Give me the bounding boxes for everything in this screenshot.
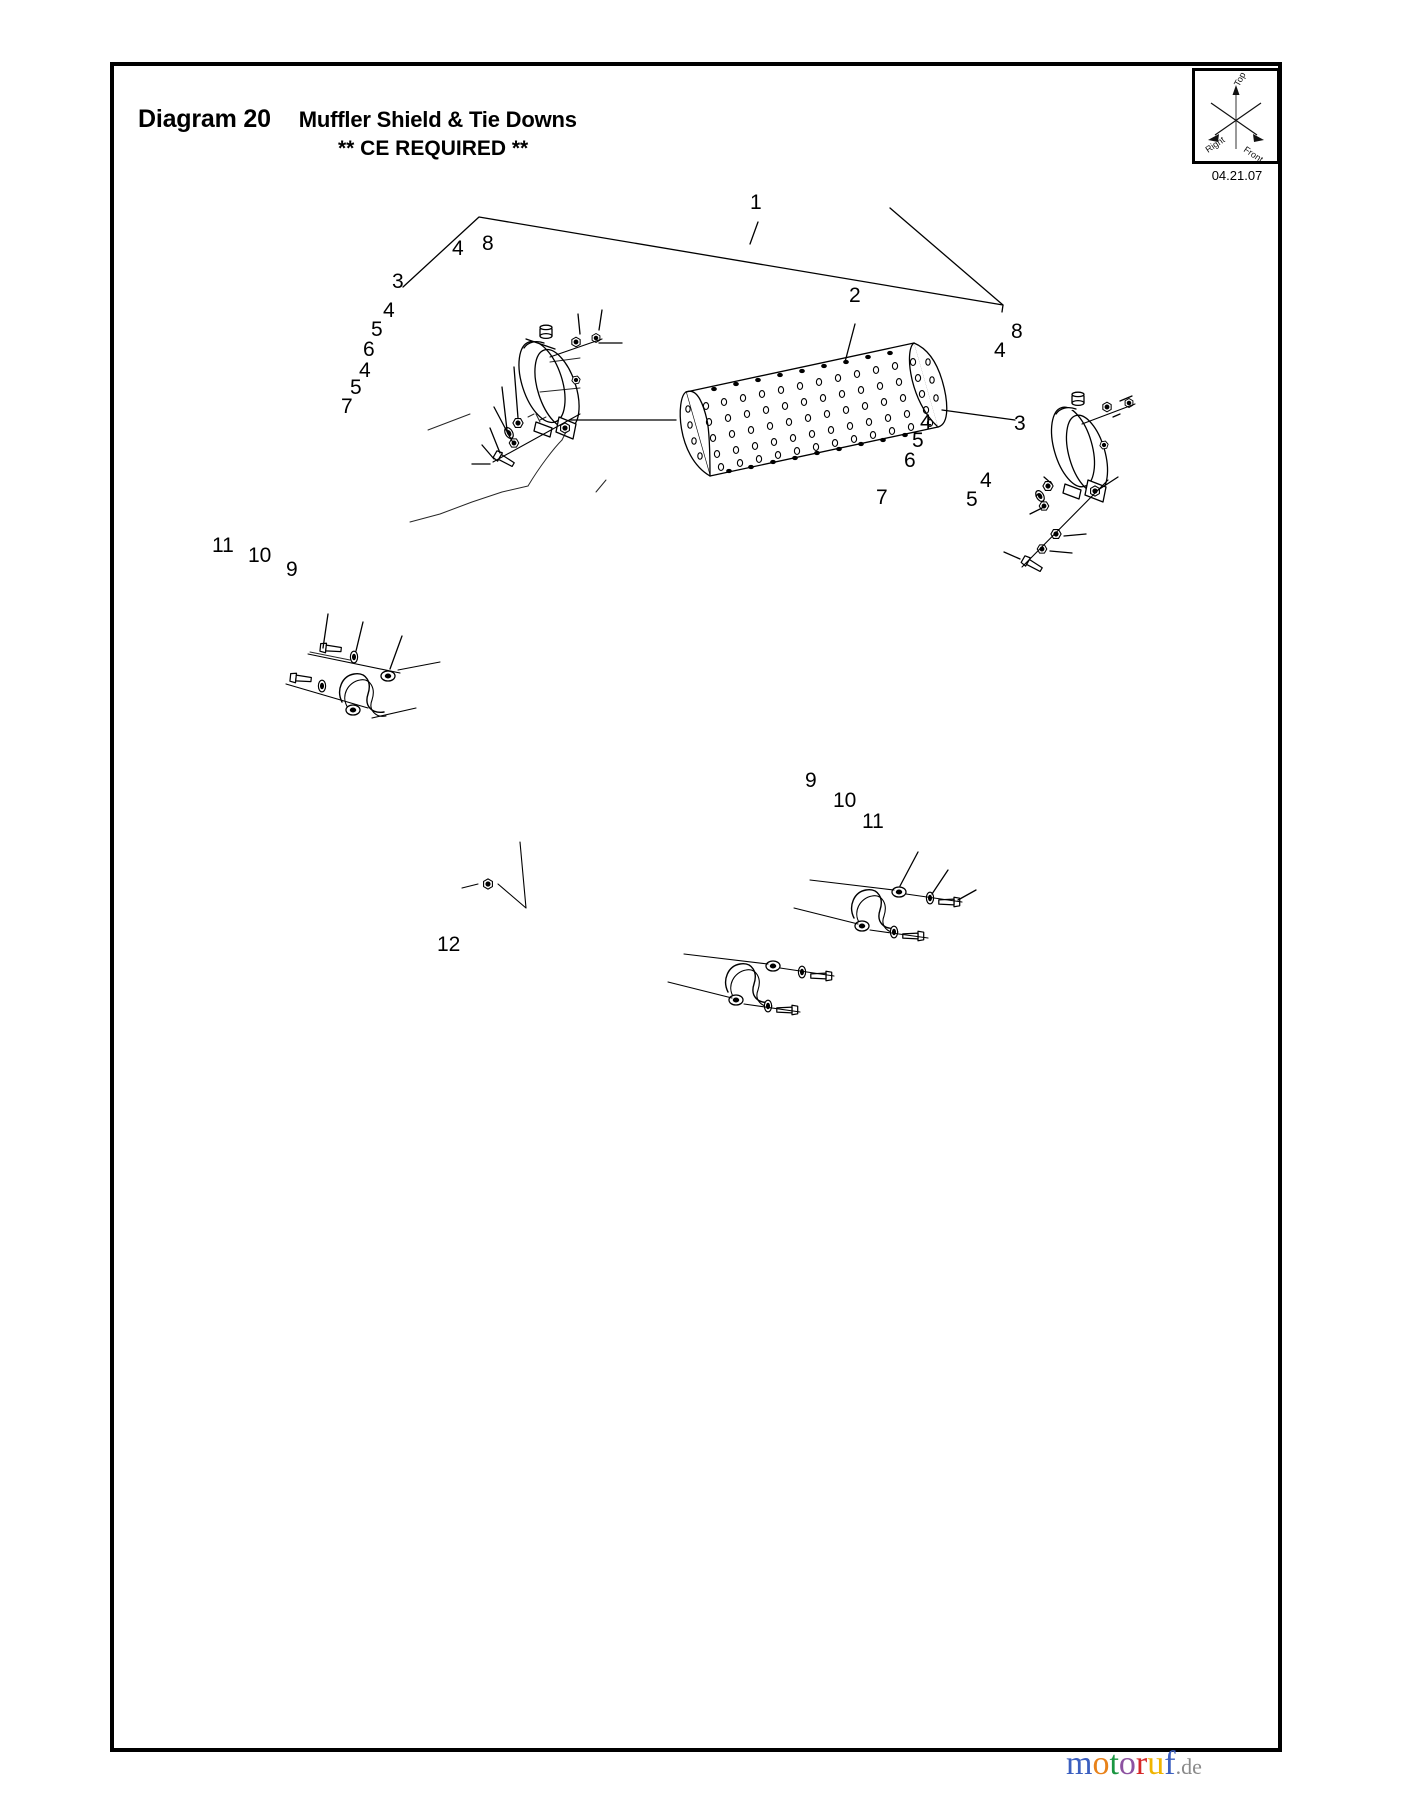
watermark-letter-u: u [1147,1745,1165,1782]
callout-8-left: 8 [482,232,494,255]
callout-11-upper: 11 [212,534,234,557]
callout-4-right-a: 4 [920,411,932,434]
watermark-letter-r: r [1135,1745,1148,1782]
leader-6-left [493,406,513,442]
revision-date: 04.21.07 [1211,168,1263,183]
watermark-letter-t: t [1109,1745,1119,1782]
leader-4-right-top [1112,413,1121,418]
diagram-title: Muffler Shield & Tie Downs [298,107,577,132]
title-block: Diagram 20 Muffler Shield & Tie Downs ** … [138,105,838,161]
tie-down-upper-left [285,642,441,719]
watermark-letter-m: m [1066,1745,1093,1782]
orientation-compass: Top Right Front [1192,68,1280,164]
leader-9-upper [389,635,403,670]
diagram-subtitle: ** CE REQUIRED ** [338,137,529,160]
callout-8-right: 8 [1011,320,1023,343]
leader-5-right-b [1049,550,1073,554]
page-border [110,62,1282,1752]
callout-6-left: 6 [363,338,375,361]
leader-5-left-a [501,386,508,431]
leader-11-upper [322,613,329,649]
watermark-letter-o2: o [1118,1745,1136,1782]
callout-5-left-b: 5 [350,376,362,399]
leader-10-upper [355,621,364,652]
leader-5-right [1035,493,1039,497]
tie-down-lower-middle [667,953,835,1016]
right-clamp-assembly [1020,391,1136,575]
perforated-muffler-body [679,342,948,477]
callout-7-right: 7 [876,486,888,509]
leader-1 [749,221,759,245]
compass-icon: Top Right Front [1204,71,1266,161]
diagram-heading: Diagram 20 Muffler Shield & Tie Downs [138,105,838,134]
leader-5-left-b [481,444,495,460]
callout-10-upper: 10 [248,544,272,567]
callout-4-right-top: 4 [994,339,1006,362]
callout-3-right: 3 [1014,412,1026,435]
leader-4-left-top [577,313,581,335]
leader-9-lower [899,851,919,887]
leader-6-right [1029,507,1043,515]
muffler-shield-outline [402,207,1004,313]
leader-11-lower [957,889,977,901]
callout-5-left-a: 5 [371,318,383,341]
leader-3-left [525,338,556,350]
watermark-letter-f: f [1164,1745,1176,1782]
callout-4-right-b: 4 [980,469,992,492]
callout-2: 2 [849,284,861,307]
diagram-number: Diagram 20 [138,105,271,133]
leader-4-left-a [513,366,519,419]
callout-5-right-b: 5 [966,488,978,511]
reference-line-muffler-right [941,409,1016,421]
callout-10-lower: 10 [833,789,857,812]
leader-7-right [1003,551,1021,560]
tie-down-lower-right [793,879,963,942]
leader-4-left-b [489,427,501,454]
exploded-parts-drawing [110,62,1282,1752]
nut-12-group [461,841,527,909]
watermark-tld: .de [1175,1754,1202,1779]
callout-9-upper: 9 [286,558,298,581]
callout-6-right: 6 [904,449,916,472]
motoruf-watermark: motoruf.de [1066,1745,1202,1783]
leader-10-lower [931,869,949,895]
leader-2 [844,323,856,363]
leader-8-left [598,309,603,331]
callout-4-left-a: 4 [383,299,395,322]
callout-3-left: 3 [392,270,404,293]
leader-8-right [1119,395,1133,402]
callout-12: 12 [437,933,461,956]
parts-diagram-svg [285,207,1136,1016]
leader-4-right-a [1043,476,1053,485]
callout-7-left: 7 [341,395,353,418]
leader-3-right [1097,476,1119,491]
leader-4-right-b [1063,533,1087,537]
callout-1: 1 [750,191,762,214]
watermark-letter-o1: o [1092,1745,1110,1782]
callout-5-right-a: 5 [912,429,924,452]
construction-lines [309,357,607,661]
callout-9-lower: 9 [805,769,817,792]
callout-4-left-top: 4 [452,237,464,260]
callout-11-lower: 11 [862,810,884,833]
callout-4-left-b: 4 [359,359,371,382]
